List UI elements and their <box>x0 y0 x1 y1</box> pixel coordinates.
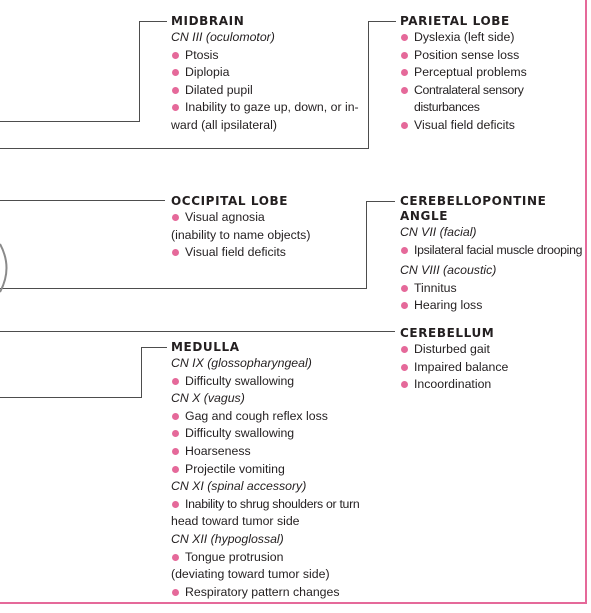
list-item-continuation: ward (all ipsilateral) <box>171 117 277 132</box>
bullet-icon <box>172 430 179 438</box>
bullet-icon <box>172 553 179 561</box>
page-frame <box>0 0 587 604</box>
bullet-icon <box>172 249 179 257</box>
bullet-icon <box>401 381 408 389</box>
bullet-icon <box>401 69 408 77</box>
cerebellopontine-nerve-vii: CN VII (facial) <box>400 225 477 239</box>
bullet-icon <box>172 69 179 77</box>
bullet-icon <box>172 377 179 385</box>
bullet-icon <box>172 104 179 112</box>
list-item: Difficulty swallowing <box>171 373 371 391</box>
bullet-icon <box>172 51 179 59</box>
midbrain-title: MIDBRAIN <box>171 14 245 28</box>
list-item: Tongue protrusion <box>171 549 371 567</box>
list-item: Dilated pupil <box>171 82 361 100</box>
list-item: Projectile vomiting <box>171 461 371 479</box>
midbrain-leader-line <box>0 21 167 122</box>
medulla-leader-line <box>0 347 167 398</box>
occipital-title: OCCIPITAL LOBE <box>171 194 289 208</box>
occipital-section: OCCIPITAL LOBE Visual agnosia (inability… <box>171 194 361 262</box>
list-item: Ptosis <box>171 47 361 65</box>
list-item: Hearing loss <box>400 297 588 315</box>
bullet-icon <box>401 51 408 59</box>
parietal-title: PARIETAL LOBE <box>400 14 510 28</box>
list-item: Visual field deficits <box>171 244 361 262</box>
bullet-icon <box>172 214 179 221</box>
medulla-section: MEDULLA CN IX (glossopharyngeal) Difficu… <box>171 340 371 601</box>
medulla-nerve-x: CN X (vagus) <box>171 391 245 406</box>
list-item: Perceptual problems <box>400 64 588 82</box>
bullet-icon <box>172 447 179 455</box>
cerebellum-title: CEREBELLUM <box>400 326 495 340</box>
parietal-section: PARIETAL LOBE Dyslexia (left side) Posit… <box>400 14 588 135</box>
list-item: Inability to gaze up, down, or in- <box>171 99 361 117</box>
bullet-icon <box>172 412 179 420</box>
list-item: Incoordination <box>400 376 588 394</box>
bullet-icon <box>401 121 408 129</box>
bullet-icon <box>401 34 408 41</box>
list-item: Inability to shrug shoulders or turn <box>171 496 371 514</box>
cerebellopontine-title-line2: ANGLE <box>400 209 449 223</box>
medulla-nerve-xi: CN XI (spinal accessory) <box>171 479 307 494</box>
bullet-icon <box>401 346 408 353</box>
list-item: Disturbed gait <box>400 341 588 359</box>
brain-illustration-edge <box>0 243 8 293</box>
bullet-icon <box>401 302 408 310</box>
cerebellopontine-title-line1: CEREBELLOPONTINE <box>400 194 547 208</box>
midbrain-section: MIDBRAIN CN III (oculomotor) Ptosis Dipl… <box>171 14 361 135</box>
list-item-continuation: (deviating toward tumor side) <box>171 567 330 582</box>
cerebellum-section: CEREBELLUM Disturbed gait Impaired balan… <box>400 326 588 394</box>
list-item: Tinnitus <box>400 280 588 298</box>
list-item: Visual agnosia <box>171 209 361 227</box>
bullet-icon <box>401 284 408 292</box>
list-item: Hoarseness <box>171 443 371 461</box>
bullet-icon <box>172 86 179 94</box>
cerebellopontine-leader-line <box>0 201 395 289</box>
cerebellopontine-nerve-viii: CN VIII (acoustic) <box>400 263 497 278</box>
list-item-continuation: (inability to name objects) <box>171 227 311 242</box>
list-item: Contralateral sensory disturbances <box>400 82 588 117</box>
bullet-icon <box>172 465 179 473</box>
list-item: Position sense loss <box>400 47 588 65</box>
bullet-icon <box>401 363 408 371</box>
cerebellopontine-section: CEREBELLOPONTINE ANGLE CN VII (facial) I… <box>400 194 588 315</box>
list-item: Respiratory pattern changes <box>171 584 371 602</box>
list-item: Ipsilateral facial muscle drooping <box>400 242 588 260</box>
medulla-title: MEDULLA <box>171 340 240 354</box>
list-item: Gag and cough reflex loss <box>171 408 371 426</box>
parietal-leader-line <box>0 21 396 149</box>
list-item: Impaired balance <box>400 359 588 377</box>
bullet-icon <box>172 588 179 596</box>
list-item: Diplopia <box>171 64 361 82</box>
list-item: Dyslexia (left side) <box>400 29 588 47</box>
list-item-continuation: head toward tumor side <box>171 514 300 529</box>
list-item: Visual field deficits <box>400 117 588 135</box>
bullet-icon <box>401 86 408 94</box>
midbrain-nerve: CN III (oculomotor) <box>171 30 275 44</box>
bullet-icon <box>401 246 408 254</box>
medulla-nerve-xii: CN XII (hypoglossal) <box>171 531 284 546</box>
list-item: Difficulty swallowing <box>171 425 371 443</box>
bullet-icon <box>172 500 179 508</box>
medulla-nerve-ix: CN IX (glossopharyngeal) <box>171 356 312 370</box>
